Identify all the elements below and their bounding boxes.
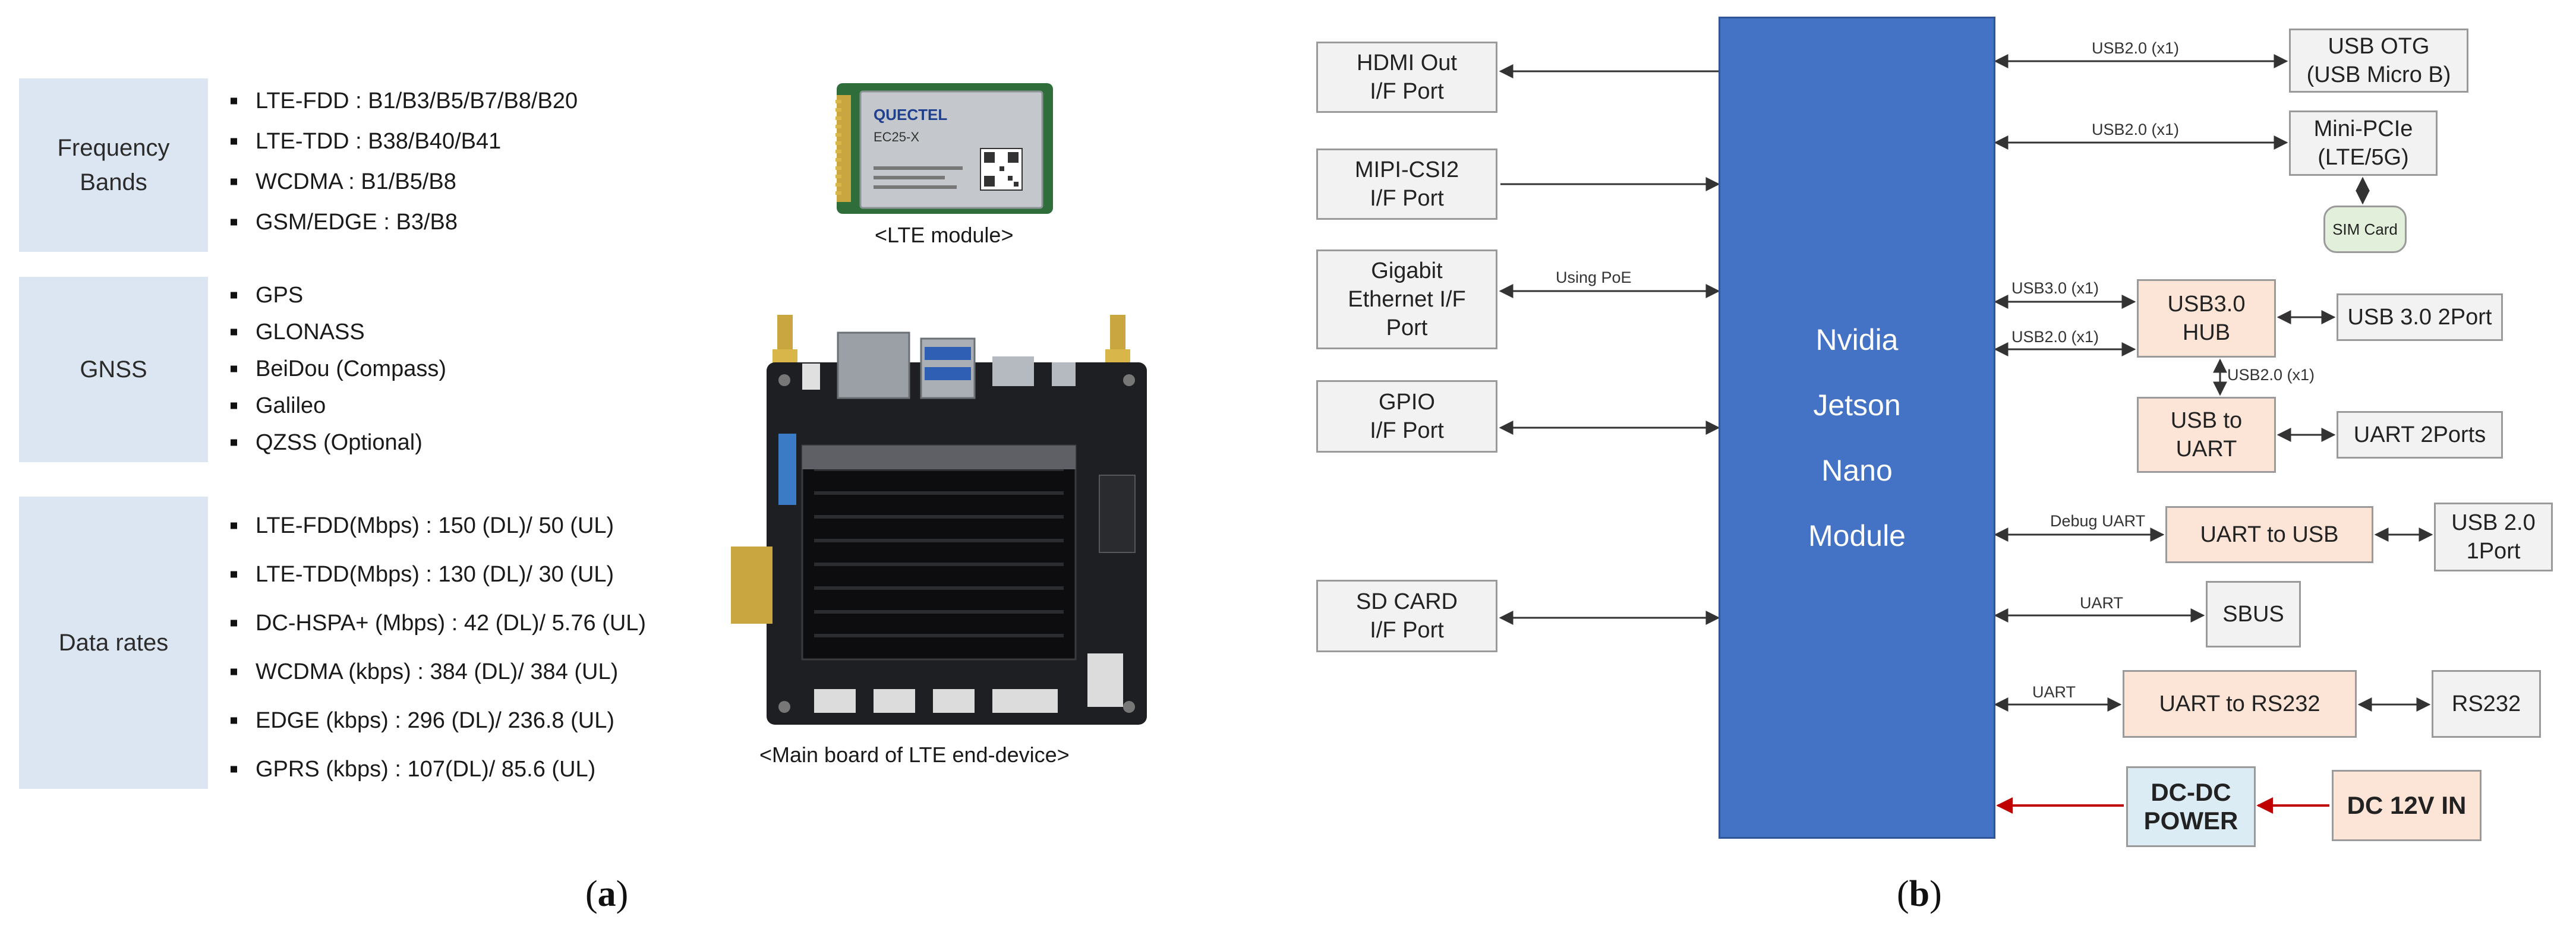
list-item: LTE-TDD : B38/B40/B41: [231, 121, 578, 162]
sd-card-port: SD CARD I/F Port: [1316, 580, 1497, 652]
category-gnss: GNSS: [19, 277, 208, 462]
dc-dc-power: DC-DC POWER: [2126, 766, 2256, 847]
core-line-3: Nano: [1821, 454, 1893, 487]
uart-to-rs232: UART to RS232: [2123, 670, 2357, 738]
frequency-bands-list: LTE-FDD : B1/B3/B5/B7/B8/B20 LTE-TDD : B…: [231, 81, 578, 242]
list-item: GPS: [231, 277, 446, 314]
block-label: USB to UART: [2170, 408, 2243, 462]
block-label: SD CARD I/F Port: [1355, 589, 1458, 643]
label-debug: Debug UART: [2050, 512, 2146, 530]
block-label: Mini-PCIe (LTE/5G): [2313, 116, 2413, 170]
block-label: UART to RS232: [2159, 691, 2320, 716]
panel-a-letter: a: [597, 874, 616, 914]
category-label: GNSS: [80, 356, 147, 383]
list-item: WCDMA : B1/B5/B8: [231, 162, 578, 202]
usb-otg-port: USB OTG (USB Micro B): [2289, 29, 2468, 93]
data-rates-list: LTE-FDD(Mbps) : 150 (DL)/ 50 (UL) LTE-TD…: [231, 501, 646, 794]
panel-b-label: (b): [1897, 874, 1942, 914]
dc-12v-in: DC 12V IN: [2332, 770, 2482, 841]
gpio-port: GPIO I/F Port: [1316, 380, 1497, 453]
label-poe: Using PoE: [1556, 269, 1632, 286]
list-item: Galileo: [231, 387, 446, 424]
list-item: GSM/EDGE : B3/B8: [231, 202, 578, 242]
lte-module-photo: QUECTEL EC25-X: [835, 83, 1053, 214]
jetson-nano-module: Nvidia Jetson Nano Module: [1719, 17, 1995, 839]
panel-a-label: (a): [585, 874, 629, 914]
usb20-1port: USB 2.0 1Port: [2434, 503, 2553, 571]
block-label: USB 2.0 1Port: [2451, 510, 2536, 564]
list-item: WCDMA (kbps) : 384 (DL)/ 384 (UL): [231, 647, 646, 696]
block-label: UART to USB: [2200, 522, 2339, 547]
block-label: USB OTG (USB Micro B): [2306, 34, 2451, 87]
block-label: SIM Card: [2332, 220, 2398, 238]
category-data-rates: Data rates: [19, 497, 208, 789]
uart-2ports: UART 2Ports: [2337, 411, 2503, 459]
mipi-csi2-port: MIPI-CSI2 I/F Port: [1316, 149, 1497, 220]
hdmi-out-port: HDMI Out I/F Port: [1316, 42, 1497, 113]
block-label: GPIO I/F Port: [1370, 390, 1444, 443]
rs232-port: RS232: [2432, 670, 2541, 738]
core-line-4: Module: [1808, 519, 1906, 552]
panel-b-letter: b: [1909, 874, 1930, 914]
block-label: RS232: [2451, 691, 2521, 716]
block-label: SBUS: [2222, 602, 2284, 627]
block-label: DC-DC POWER: [2143, 778, 2238, 835]
list-item: EDGE (kbps) : 296 (DL)/ 236.8 (UL): [231, 696, 646, 745]
usb3-hub: USB3.0 HUB: [2137, 279, 2276, 358]
list-item: DC-HSPA+ (Mbps) : 42 (DL)/ 5.76 (UL): [231, 599, 646, 647]
core-line-2: Jetson: [1813, 388, 1901, 422]
label-sbus-uart: UART: [2080, 594, 2124, 612]
list-item: GPRS (kbps) : 107(DL)/ 85.6 (UL): [231, 745, 646, 794]
mini-pcie-slot: Mini-PCIe (LTE/5G): [2289, 110, 2438, 176]
block-label: USB3.0 HUB: [2167, 292, 2246, 345]
main-board-photo: [731, 315, 1147, 725]
gigabit-ethernet-port: Gigabit Ethernet I/F Port: [1316, 249, 1497, 349]
list-item: LTE-TDD(Mbps) : 130 (DL)/ 30 (UL): [231, 550, 646, 599]
block-label: USB 3.0 2Port: [2347, 305, 2492, 330]
list-item: LTE-FDD(Mbps) : 150 (DL)/ 50 (UL): [231, 501, 646, 550]
sbus: SBUS: [2206, 581, 2301, 647]
lte-module-brand: QUECTEL: [874, 106, 947, 124]
label-rs232-uart: UART: [2032, 683, 2076, 701]
sim-card: SIM Card: [2323, 206, 2407, 253]
lte-module-caption: <LTE module>: [875, 223, 1014, 247]
label-usb20: USB2.0 (x1): [2011, 328, 2099, 346]
gnss-list: GPS GLONASS BeiDou (Compass) Galileo QZS…: [231, 277, 446, 461]
lte-module-model: EC25-X: [874, 129, 919, 144]
list-item: LTE-FDD : B1/B3/B5/B7/B8/B20: [231, 81, 578, 121]
core-line-1: Nvidia: [1815, 323, 1899, 356]
block-label: Gigabit Ethernet I/F Port: [1348, 258, 1466, 340]
list-item: GLONASS: [231, 314, 446, 350]
list-item: QZSS (Optional): [231, 424, 446, 461]
label-otg: USB2.0 (x1): [2092, 39, 2180, 57]
category-label: Data rates: [58, 630, 169, 656]
block-label: UART 2Ports: [2353, 422, 2486, 447]
block-label: HDMI Out I/F Port: [1357, 50, 1457, 104]
label-pcie: USB2.0 (x1): [2092, 121, 2180, 138]
main-board-caption: <Main board of LTE end-device>: [759, 743, 1070, 767]
list-item: BeiDou (Compass): [231, 350, 446, 387]
category-label: Frequency Bands: [57, 135, 170, 195]
category-frequency-bands: Frequency Bands: [19, 78, 208, 252]
usb-to-uart: USB to UART: [2137, 397, 2276, 473]
usb3-2port: USB 3.0 2Port: [2337, 293, 2503, 341]
uart-to-usb: UART to USB: [2165, 506, 2373, 563]
block-label: MIPI-CSI2 I/F Port: [1354, 157, 1459, 211]
label-usb30: USB3.0 (x1): [2011, 279, 2099, 297]
label-hub-uart: USB2.0 (x1): [2227, 366, 2315, 384]
block-label: DC 12V IN: [2347, 791, 2467, 819]
